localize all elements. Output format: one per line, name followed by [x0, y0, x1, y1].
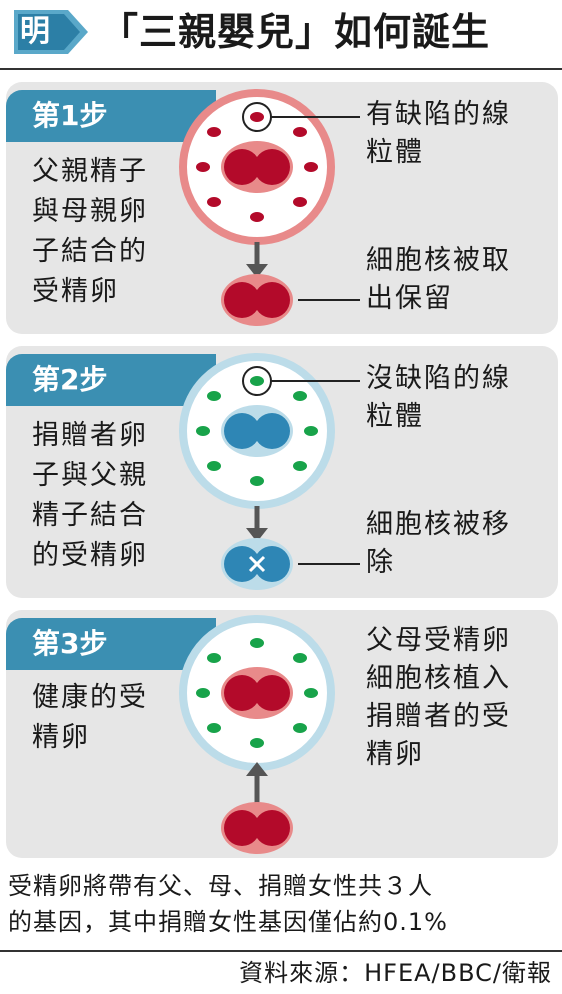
up-arrow-icon	[246, 762, 268, 806]
step-1-description: 父親精子 與母親卵 子結合的 受精卵	[32, 156, 148, 307]
donor-nucleus	[221, 405, 293, 457]
step-1-label: 第1步	[6, 90, 216, 142]
defective-mitochondria	[196, 112, 318, 222]
nucleus-in-cell	[221, 141, 293, 193]
healthy-mitochondria	[196, 638, 318, 748]
step-3-note: 父母受精卵 細胞核植入 捐贈者的受 精卵	[366, 625, 511, 770]
healthy-mitochondria	[196, 376, 318, 486]
down-arrow-icon	[246, 506, 268, 542]
down-arrow-icon	[246, 242, 268, 278]
parent-nucleus	[221, 802, 293, 854]
page-title: 「三親嬰兒」如何誕生	[100, 10, 491, 54]
step-3-label: 第3步	[6, 618, 216, 670]
header-divider	[0, 68, 562, 70]
step-1-panel: 第1步 父親精子 與母親卵 子結合的 受精卵 有缺陷的線 粒體 細胞核被取 出保…	[6, 82, 558, 334]
step-2-panel: 第2步 捐贈者卵 子與父親 精子結合 的受精卵 沒缺陷的線 粒體 細胞核被移 除	[6, 346, 558, 598]
logo-char: 明	[20, 14, 50, 49]
step-1-note-top: 有缺陷的線 粒體	[366, 99, 511, 168]
newspaper-logo: 明	[8, 6, 92, 58]
summary-text: 受精卵將帶有父、母、捐贈女性共３人 的基因，其中捐贈女性基因僅佔約0.1%	[8, 872, 448, 936]
source-credit: 資料來源：HFEA/BBC/衛報	[239, 959, 552, 987]
extracted-nucleus	[221, 274, 293, 326]
step-2-note-bottom: 細胞核被移 除	[366, 509, 511, 578]
step-2-note-top: 沒缺陷的線 粒體	[366, 363, 511, 432]
parent-nucleus-in-cell	[221, 667, 293, 719]
step-2-illustration	[179, 353, 360, 590]
step-3-description: 健康的受 精卵	[32, 682, 148, 753]
removed-nucleus	[221, 538, 293, 590]
footer-divider	[0, 950, 562, 952]
step-3-illustration	[179, 615, 335, 854]
step-3-panel: 第3步 健康的受 精卵 父母受精卵 細胞核植入 捐贈者的受 精卵	[6, 610, 558, 858]
step-1-note-bottom: 細胞核被取 出保留	[366, 245, 511, 314]
logo-shape	[14, 10, 88, 54]
step-2-label: 第2步	[6, 354, 216, 406]
step-2-description: 捐贈者卵 子與父親 精子結合 的受精卵	[32, 420, 148, 571]
step-1-illustration	[179, 89, 360, 326]
